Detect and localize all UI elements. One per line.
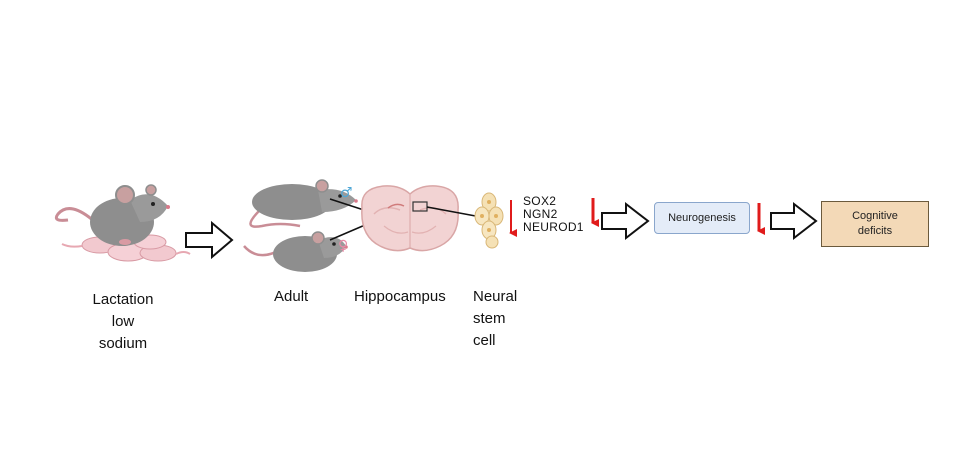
gene-ngn2: NGN2 <box>523 207 558 221</box>
zoom-connector-line <box>426 206 482 218</box>
cognitive-deficits-line-1: Cognitive <box>852 210 898 222</box>
lactation-label-line-3: sodium <box>98 335 148 352</box>
gene-sox2: SOX2 <box>523 194 557 208</box>
step-arrow-3 <box>770 201 818 241</box>
neurogenesis-label: Neurogenesis <box>668 212 736 224</box>
neural-stem-cell-line-3: cell <box>473 332 496 349</box>
cognitive-deficits-box: Cognitive deficits <box>821 201 929 247</box>
step-arrow-2 <box>601 201 650 241</box>
step-arrow-1 <box>185 220 234 260</box>
adult-female-mouse <box>243 231 348 272</box>
female-symbol: ♀ <box>338 238 348 254</box>
mother-mouse-with-pups <box>54 184 191 262</box>
brain-section <box>361 185 459 252</box>
gene-list: SOX2 NGN2 NEUROD1 <box>523 195 584 234</box>
adult-label: Adult <box>274 288 309 305</box>
neural-stem-cell-line-2: stem <box>473 310 506 327</box>
gene-neurod1: NEUROD1 <box>523 220 584 234</box>
male-symbol: ♂ <box>340 185 353 201</box>
neural-stem-cell-cluster <box>474 192 504 249</box>
neurogenesis-box: Neurogenesis <box>654 202 750 234</box>
neural-stem-cell-label: Neural stem cell <box>473 286 517 352</box>
cognitive-deficits-line-2: deficits <box>857 225 893 237</box>
hippocampus-zoom-box <box>412 201 428 212</box>
hippocampus-label: Hippocampus <box>354 288 446 305</box>
lactation-label-line-2: low <box>111 313 135 330</box>
lactation-label: Lactation low sodium <box>80 289 166 355</box>
lactation-label-line-1: Lactation <box>92 291 154 308</box>
neural-stem-cell-line-1: Neural <box>473 288 518 305</box>
